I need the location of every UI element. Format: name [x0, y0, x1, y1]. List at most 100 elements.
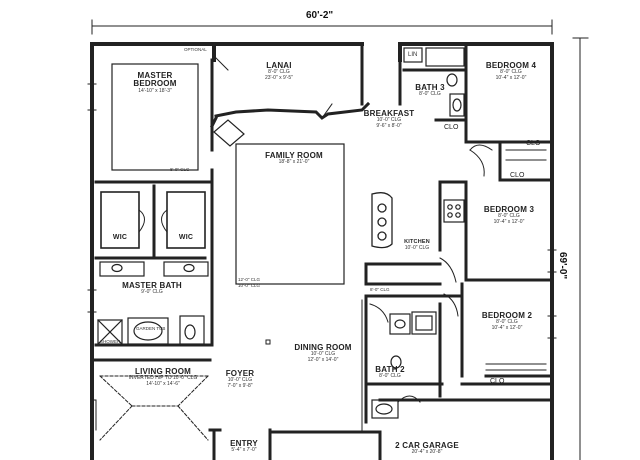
- bedroom4-label: BEDROOM 4 8'-0" CLG 10'-4" x 12'-0": [482, 61, 540, 81]
- bath2-label: BATH 2 8'-0" CLG: [372, 365, 408, 380]
- dining-room-label: DINING ROOM 10'-0" CLG 12'-0" x 14'-0": [290, 343, 356, 363]
- bath3-name: BATH 3: [415, 83, 445, 92]
- entry-label: ENTRY 5'-4" x 7'-0": [224, 439, 264, 454]
- lanai-walls: [214, 42, 402, 120]
- breakfast-size: 9'-6" x 8'-0": [376, 122, 402, 129]
- living-room-window-bay: [91, 399, 97, 431]
- foyer-ceiling: 10'-0" CLG: [227, 377, 253, 384]
- master-bath-ceiling: 9'-0" CLG: [141, 289, 163, 296]
- closet-label-bath3: CLO: [444, 124, 459, 131]
- dining-room-size: 12'-0" x 14'-0": [307, 356, 339, 363]
- closet-shelves: [485, 149, 547, 371]
- hallway-ceiling: 8'-0" CLG: [370, 287, 390, 292]
- overall-depth-dimension-line: [572, 37, 589, 460]
- entry-name: ENTRY: [230, 439, 258, 448]
- wic-left-label: WIC: [108, 234, 132, 241]
- dining-room-name: DINING ROOM: [294, 343, 352, 352]
- living-room-ceiling: INVERTED HIP TO 10'-0" CLG: [128, 375, 198, 382]
- lanai-size: 23'-0" x 9'-5": [265, 74, 293, 81]
- bath2-door: [369, 303, 389, 323]
- family-room-ceiling: 12'-0" CLG: [238, 277, 260, 282]
- breakfast-label: BREAKFAST 10'-0" CLG 9'-6" x 8'-0": [362, 109, 416, 129]
- master-bedroom-label: MASTER BEDROOM 14'-10" x 18'-3": [122, 71, 188, 94]
- closet-label-bedroom4: CLO: [526, 140, 541, 147]
- master-bedroom-name: MASTER BEDROOM: [133, 71, 177, 89]
- overall-width-label: 60'-2": [306, 10, 334, 21]
- foyer-name: FOYER: [225, 369, 255, 378]
- bedroom3-size: 10'-4" x 12'-0": [493, 218, 525, 225]
- family-room-left-wall: [209, 115, 219, 129]
- family-room-label: FAMILY ROOM 18'-8" x 21'-0": [262, 151, 326, 166]
- foyer-size: 7'-0" x 9'-8": [227, 382, 253, 389]
- bedroom4-ceiling: 8'-0" CLG: [500, 69, 522, 76]
- bath3-walls: [402, 42, 468, 144]
- garage-label: 2 CAR GARAGE 20'-4" x 20'-8": [394, 441, 460, 456]
- wic-right-box: [166, 191, 206, 249]
- garage-doors: [397, 395, 421, 403]
- lanai-ceiling: 8'-0" CLG: [268, 69, 290, 76]
- family-room-name: FAMILY ROOM: [265, 151, 323, 160]
- kitchen-name: KITCHEN: [404, 239, 430, 245]
- right-wall-windows: [547, 249, 557, 339]
- bedroom4-walls: [464, 140, 554, 182]
- bath2-name: BATH 2: [375, 365, 405, 374]
- wic-left-box: [100, 191, 140, 249]
- foyer-label: FOYER 10'-0" CLG 7'-0" x 9'-8": [220, 369, 260, 389]
- bath2-walls: [364, 294, 464, 424]
- bath2-ceiling: 8'-0" CLG: [379, 373, 401, 380]
- kitchen-island: [371, 192, 393, 249]
- entry-size: 5'-4" x 7'-0": [231, 447, 257, 454]
- master-closet-ceiling: 8'-0" CLG: [170, 167, 190, 172]
- garage-name: 2 CAR GARAGE: [395, 441, 459, 450]
- bedroom3-ceiling: 8'-0" CLG: [498, 213, 520, 220]
- exterior-walls: [90, 42, 554, 460]
- living-room-size: 14'-10" x 14'-6": [146, 380, 180, 387]
- dining-light-fixture: [265, 339, 271, 345]
- bath3-fixtures: [403, 47, 465, 117]
- master-bath-name: MASTER BATH: [122, 281, 182, 290]
- kitchen-walls: [364, 180, 468, 286]
- bedroom3-name: BEDROOM 3: [483, 205, 535, 214]
- living-room-name: LIVING ROOM: [135, 367, 191, 376]
- breakfast-ceiling: 10'-0" CLG: [376, 117, 402, 124]
- bedroom2-size: 10'-4" x 12'-0": [491, 324, 523, 331]
- overall-depth-label: 69'-0": [557, 252, 568, 280]
- left-wall-windows: [87, 83, 97, 313]
- kitchen-label: KITCHEN 10'-0" CLG: [398, 239, 436, 251]
- entry-walls: [212, 428, 382, 460]
- master-suite-walls: [94, 58, 214, 347]
- living-room-hip: [99, 375, 209, 441]
- wic-door-swings: [138, 209, 168, 233]
- overall-width-dimension-line: [91, 19, 553, 35]
- lanai-door-swings: [213, 55, 333, 119]
- lanai-name: LANAI: [266, 61, 292, 70]
- bedroom4-name: BEDROOM 4: [485, 61, 537, 70]
- breakfast-name: BREAKFAST: [363, 109, 415, 118]
- family-room-size: 18'-8" x 21'-0": [278, 159, 310, 166]
- closet-label-bedroom4-lower: CLO: [510, 172, 525, 179]
- wic-left-name: WIC: [112, 234, 128, 241]
- bath3-label: BATH 3 8'-0" CLG: [412, 83, 448, 98]
- hall-ceiling: 10'-0" CLG: [238, 283, 260, 288]
- master-bedroom-size: 14'-10" x 18'-3": [138, 87, 172, 94]
- family-room-tray: [235, 143, 345, 285]
- master-bath-label: MASTER BATH 9'-0" CLG: [120, 281, 184, 296]
- bedroom4-size: 10'-4" x 12'-0": [495, 74, 527, 81]
- bedroom3-door: [439, 257, 457, 283]
- bedroom2-label: BEDROOM 2 8'-0" CLG 10'-4" x 12'-0": [478, 311, 536, 331]
- master-bath-fixtures: [97, 261, 209, 345]
- garden-tub-label: GARDEN TUB: [136, 326, 166, 331]
- master-bedroom-tray: [111, 63, 199, 171]
- bath3-ceiling: 8'-0" CLG: [419, 91, 441, 98]
- lanai-label: LANAI 8'-0" CLG 23'-0" x 9'-5": [244, 61, 314, 81]
- wic-right-label: WIC: [174, 234, 198, 241]
- bedroom4-door: [469, 144, 493, 177]
- wic-right-name: WIC: [178, 234, 194, 241]
- bedroom2-name: BEDROOM 2: [481, 311, 533, 320]
- bedroom2-walls: [460, 282, 554, 386]
- linen-label: LIN: [408, 52, 418, 58]
- closet-label-bedroom2: CLO: [490, 378, 505, 385]
- kitchen-counters: [443, 199, 465, 223]
- dining-room-ceiling: 10'-0" CLG: [310, 351, 336, 358]
